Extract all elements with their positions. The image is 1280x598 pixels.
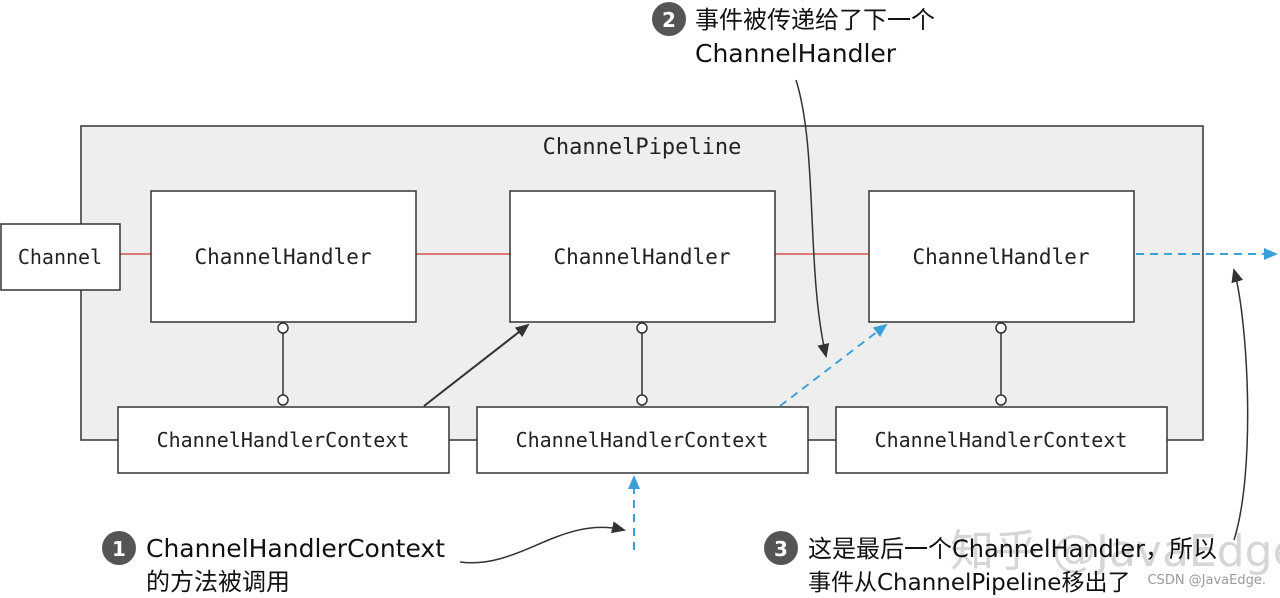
channel-handler-context-label-1: ChannelHandlerContext — [157, 428, 410, 452]
callout-1-line-2: 的方法被调用 — [146, 568, 290, 596]
channel-handler-label-1: ChannelHandler — [194, 245, 371, 269]
callout-1-number: 1 — [112, 537, 126, 561]
callout-1: 1 ChannelHandlerContext 的方法被调用 — [102, 531, 445, 596]
channel-handler-label-2: ChannelHandler — [553, 245, 730, 269]
channel-handler-context-label-2: ChannelHandlerContext — [516, 428, 769, 452]
channel-box — [0, 223, 121, 291]
csdn-watermark: CSDN @JavaEdge. — [1147, 573, 1266, 588]
callout-3-badge — [764, 531, 798, 565]
callout-2-number: 2 — [662, 8, 676, 32]
callout-2-line-1: 事件被传递给了下一个 — [695, 6, 935, 34]
handler-context-connector-1 — [277, 322, 289, 406]
callout-3-leader — [1231, 268, 1249, 541]
context-to-next-handler-arrow — [423, 323, 530, 407]
channel-handler-context-label-3: ChannelHandlerContext — [875, 428, 1128, 452]
channel-handler-box-3 — [868, 190, 1135, 323]
channel-handler-context-box-2 — [476, 406, 809, 474]
channel-handler-box-2 — [509, 190, 776, 323]
handler-context-connector-3 — [995, 322, 1007, 406]
callout-2-badge — [652, 2, 686, 36]
callout-2-leader — [795, 79, 830, 358]
channel-handler-context-box-1 — [117, 406, 450, 474]
callout-1-badge — [102, 531, 136, 565]
callout-3-number: 3 — [774, 537, 788, 561]
handler-context-connector-2 — [636, 322, 648, 406]
callout-3-line-1: 这是最后一个ChannelHandler，所以 — [808, 535, 1217, 563]
callout-2: 2 事件被传递给了下一个 ChannelHandler — [652, 2, 935, 68]
callout-3: 3 这是最后一个ChannelHandler，所以 事件从ChannelPipe… — [764, 531, 1217, 596]
channel-handler-context-box-3 — [835, 406, 1168, 474]
callout-3-line-2: 事件从ChannelPipeline移出了 — [808, 570, 1130, 596]
channel-handler-label-3: ChannelHandler — [912, 245, 1089, 269]
channel-label: Channel — [18, 245, 102, 269]
callout-2-line-2: ChannelHandler — [695, 39, 897, 68]
channel-handler-box-1 — [150, 190, 417, 323]
callout-1-leader — [459, 521, 626, 564]
zhihu-watermark: 知乎 @JavaEdge — [950, 526, 1280, 577]
pipeline-label: ChannelPipeline — [543, 135, 742, 160]
callout-1-line-1: ChannelHandlerContext — [146, 534, 445, 563]
